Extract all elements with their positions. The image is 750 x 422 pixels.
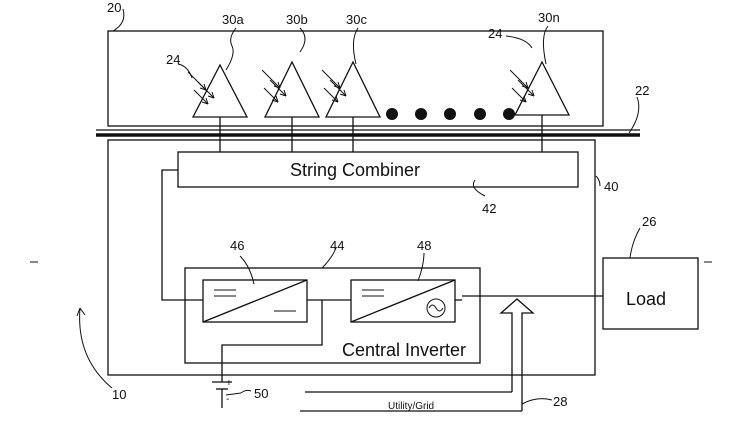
load-box (602, 257, 699, 330)
central-inverter-box (184, 267, 481, 364)
leader-22 (628, 96, 640, 134)
ref-30b: 30b (286, 12, 308, 27)
ref-46: 46 (230, 238, 244, 253)
ref-20: 20 (107, 0, 121, 15)
ref-30a: 30a (222, 12, 244, 27)
ref-24b: 24 (488, 26, 502, 41)
leader-26 (629, 227, 641, 259)
ref-30c: 30c (346, 12, 367, 27)
ref-28: 28 (553, 394, 567, 409)
leader-42 (472, 179, 486, 197)
combiner-wire (161, 169, 203, 301)
panel-30n (513, 60, 571, 116)
utility-grid-label: Utility/Grid (388, 401, 434, 412)
panel-30a (191, 63, 249, 118)
leader-40 (595, 175, 601, 187)
string-combiner-label: String Combiner (290, 160, 420, 180)
leader-30n (542, 25, 549, 65)
inverter-48 (350, 279, 456, 323)
ref-40: 40 (604, 179, 618, 194)
ref-26: 26 (642, 214, 656, 229)
ref-30n: 30n (538, 10, 560, 25)
sun-rays-b (261, 69, 287, 103)
panel-array-box (107, 30, 604, 127)
ref-50: 50 (254, 386, 268, 401)
battery-minus: - (226, 394, 229, 405)
central-inverter-label: Central Inverter (342, 340, 466, 360)
system-box-40 (107, 139, 596, 376)
ellipsis-dots (386, 108, 515, 120)
sun-rays-24a (187, 71, 215, 105)
ref-10: 10 (112, 387, 126, 402)
battery-plus: + (226, 378, 232, 389)
panel-30b (263, 60, 321, 118)
grid-arrow (499, 298, 535, 411)
dc-converter-46 (202, 279, 308, 323)
ref-42: 42 (482, 201, 496, 216)
leader-24a (177, 63, 193, 79)
leader-10 (79, 307, 113, 389)
ref-24a: 24 (166, 52, 180, 67)
load-label: Load (626, 289, 666, 309)
ref-44: 44 (330, 238, 344, 253)
leader-30c (352, 27, 359, 65)
leader-30a (225, 27, 237, 71)
sun-rays-c (321, 69, 347, 103)
leader-48 (417, 252, 425, 282)
battery-wire (221, 300, 323, 382)
leader-20 (112, 8, 125, 32)
ref-48: 48 (417, 238, 431, 253)
leader-30b (299, 27, 306, 53)
panel-30c (324, 60, 382, 118)
leader-46 (239, 255, 255, 285)
ref-22: 22 (635, 83, 649, 98)
leader-24b (505, 35, 533, 49)
leader-44 (321, 247, 337, 269)
leader-28 (521, 398, 553, 405)
sun-rays-24b (509, 69, 535, 103)
